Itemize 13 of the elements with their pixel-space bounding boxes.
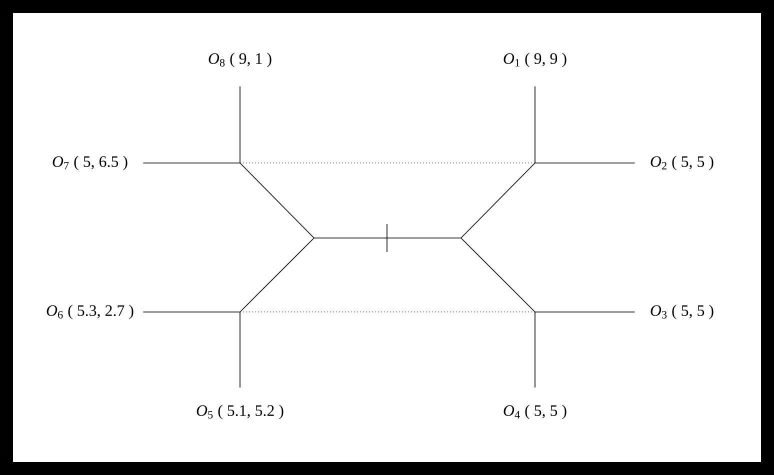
branch-line <box>534 86 536 164</box>
tree-drawing <box>240 162 536 312</box>
coordinate-label: O$_{4}$ ( 5, 5 ) <box>504 404 566 420</box>
coordinate-label: O$_{2}$ ( 5, 5 ) <box>650 156 714 170</box>
coordinate-label: O$_{8}$ ( 9, 1 ) <box>208 52 272 68</box>
branch-line <box>534 312 536 388</box>
coordinate-label: O$_{7}$ ( 5, 6.5 ) <box>52 156 128 170</box>
coordinate-label: O$_{6}$ ( 5.3, 2.7 ) <box>46 304 134 320</box>
coordinate-label: O$_{5}$ ( 5.1, 5.2 ) <box>196 404 284 420</box>
branch-line <box>534 162 636 164</box>
branch-line <box>142 162 240 164</box>
coordinate-label: O$_{3}$ ( 5, 5 ) <box>650 304 714 320</box>
coordinate-label: O$_{1}$ ( 9, 9 ) <box>504 52 566 68</box>
